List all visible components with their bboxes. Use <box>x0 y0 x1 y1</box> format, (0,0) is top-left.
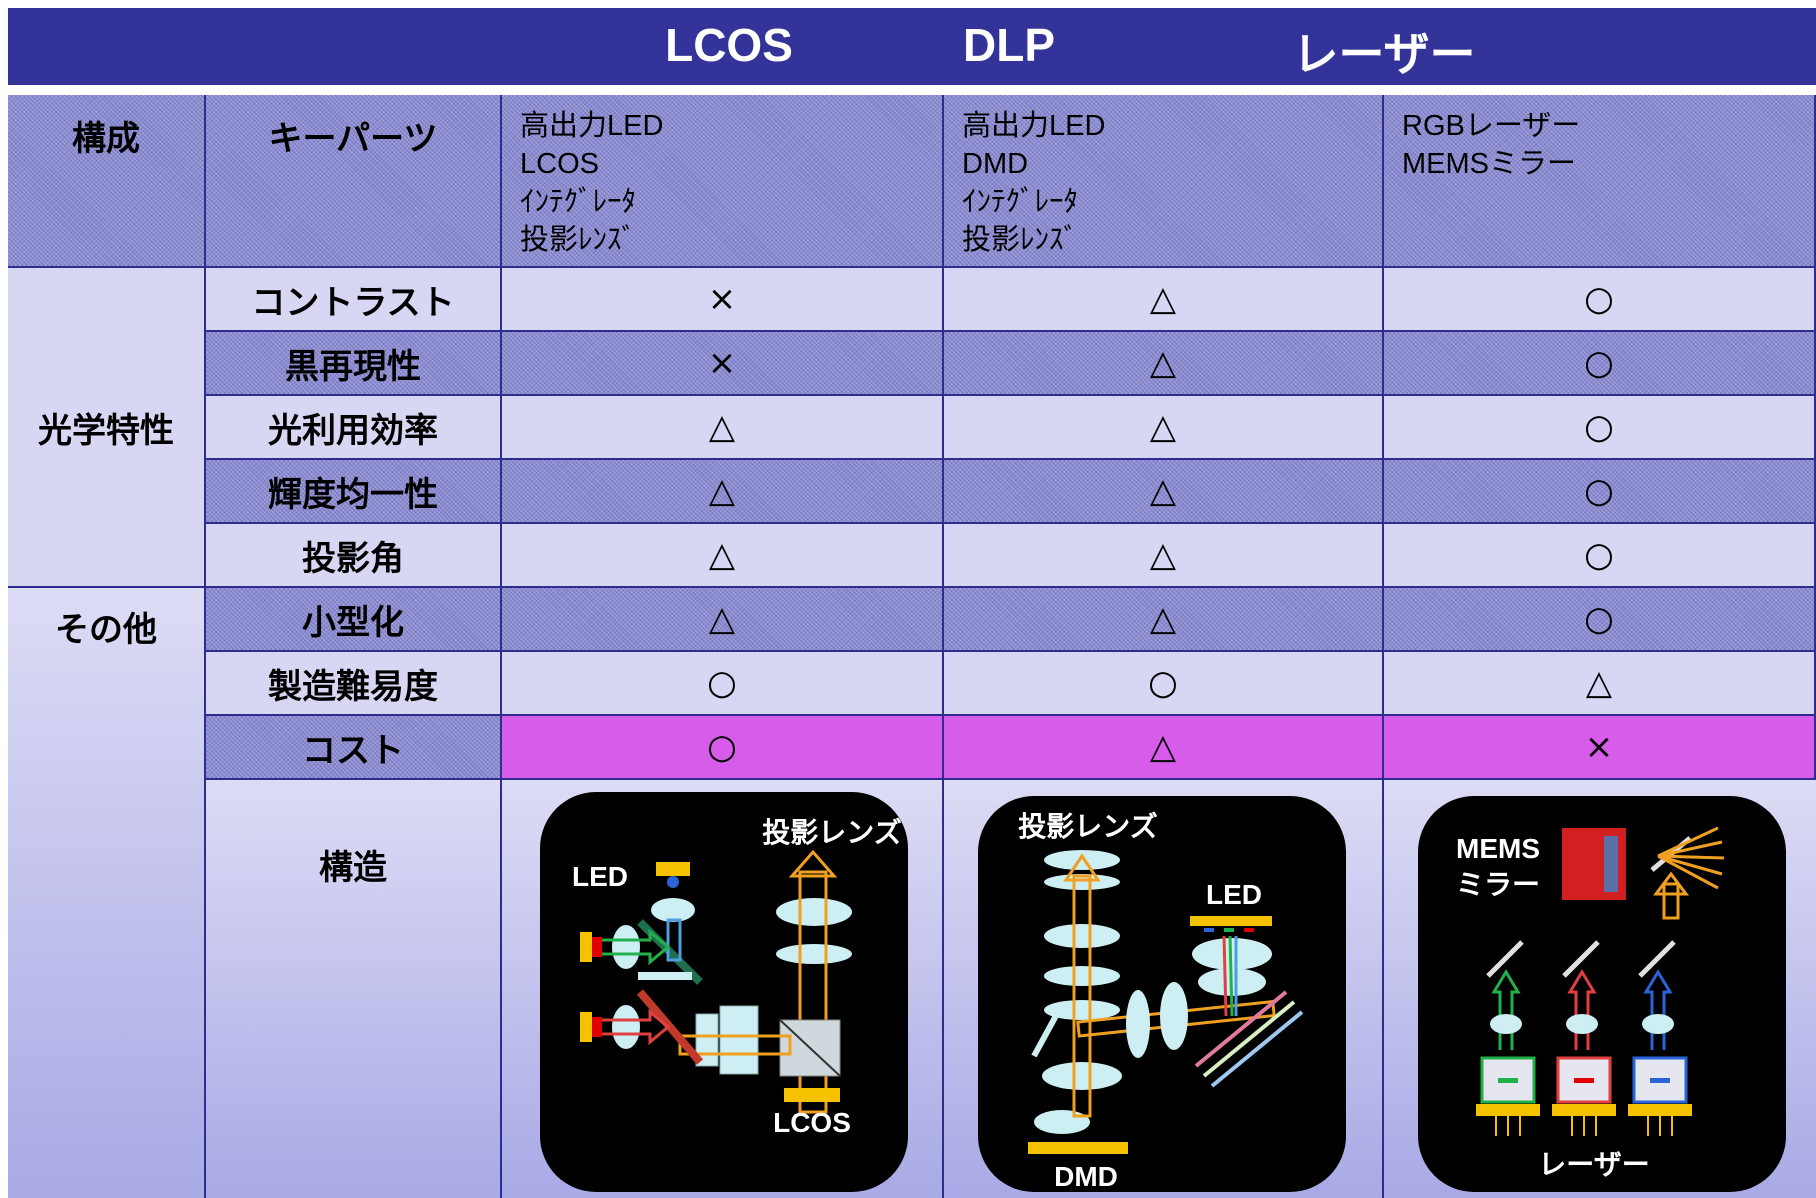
row-label-key-parts: キーパーツ <box>206 95 502 268</box>
lcos-miniaturization-value: △ <box>502 588 944 652</box>
lcos-contrast-value: × <box>502 268 944 332</box>
lcos-uniformity-value: △ <box>502 460 944 524</box>
lcos-part: LCOS <box>520 148 599 180</box>
category-optical: 光学特性 <box>8 268 206 588</box>
dlp-part: 高出力LED <box>962 110 1106 142</box>
lcos-efficiency-value: △ <box>502 396 944 460</box>
dlp-efficiency-value: △ <box>944 396 1384 460</box>
laser-diagram-mirror-label: ミラー <box>1456 869 1540 900</box>
lcos-diagram-led-label: LED <box>572 861 628 892</box>
dlp-diagram-chip-label: DMD <box>1054 1161 1118 1192</box>
lcos-diagram-chip-label: LCOS <box>773 1107 851 1138</box>
row-label-projection-angle: 投影角 <box>206 524 502 588</box>
laser-structure-diagram: MEMS ミラー レーザー <box>1418 796 1786 1192</box>
lcos-structure-diagram: 投影レンズ LED LCOS <box>540 792 908 1192</box>
dlp-diagram-lens-label: 投影レンズ <box>1018 810 1157 842</box>
laser-angle-value: ○ <box>1384 524 1816 588</box>
laser-miniaturization-value: ○ <box>1384 588 1816 652</box>
row-label-structure: 構造 <box>206 780 502 1198</box>
row-label-light-efficiency: 光利用効率 <box>206 396 502 460</box>
laser-diagram-source-label: レーザー <box>1538 1149 1649 1180</box>
laser-cost-value: × <box>1384 716 1816 780</box>
dlp-part: 投影ﾚﾝｽﾞ <box>962 224 1079 256</box>
laser-contrast-value: ○ <box>1384 268 1816 332</box>
dlp-miniaturization-value: △ <box>944 588 1384 652</box>
dlp-part: ｲﾝﾃｸﾞﾚｰﾀ <box>962 186 1079 218</box>
dlp-structure-diagram: 投影レンズ LED DMD <box>978 796 1346 1192</box>
category-other: その他 <box>8 588 206 1198</box>
laser-difficulty-value: △ <box>1384 652 1816 716</box>
lcos-difficulty-value: ○ <box>502 652 944 716</box>
dlp-difficulty-value: ○ <box>944 652 1384 716</box>
lcos-diagram-lens-label: 投影レンズ <box>762 816 901 848</box>
column-header-dlp: DLP <box>963 19 1055 71</box>
column-header-laser: レーザー <box>1292 28 1476 80</box>
row-label-black-reproduction: 黒再現性 <box>206 332 502 396</box>
row-label-manufacturing-difficulty: 製造難易度 <box>206 652 502 716</box>
row-label-cost: コスト <box>206 716 502 780</box>
laser-key-parts: RGBレーザー MEMSミラー <box>1384 95 1816 268</box>
lcos-cost-value: ○ <box>502 716 944 780</box>
laser-part: RGBレーザー <box>1402 110 1581 142</box>
dlp-cost-value: △ <box>944 716 1384 780</box>
laser-diagram-mems-label: MEMS <box>1456 833 1540 864</box>
dlp-contrast-value: △ <box>944 268 1384 332</box>
row-label-contrast: コントラスト <box>206 268 502 332</box>
lcos-black-value: × <box>502 332 944 396</box>
dlp-part: DMD <box>962 148 1029 180</box>
table-header: LCOS DLP レーザー <box>8 8 1816 90</box>
laser-part: MEMSミラー <box>1402 148 1577 180</box>
lcos-part: 高出力LED <box>520 110 664 142</box>
lcos-key-parts: 高出力LED LCOS ｲﾝﾃｸﾞﾚｰﾀ 投影ﾚﾝｽﾞ <box>502 95 944 268</box>
row-label-brightness-uniformity: 輝度均一性 <box>206 460 502 524</box>
dlp-key-parts: 高出力LED DMD ｲﾝﾃｸﾞﾚｰﾀ 投影ﾚﾝｽﾞ <box>944 95 1384 268</box>
row-label-miniaturization: 小型化 <box>206 588 502 652</box>
dlp-uniformity-value: △ <box>944 460 1384 524</box>
dlp-diagram-led-label: LED <box>1206 879 1262 910</box>
dlp-black-value: △ <box>944 332 1384 396</box>
category-composition: 構成 <box>8 95 206 268</box>
dlp-angle-value: △ <box>944 524 1384 588</box>
laser-efficiency-value: ○ <box>1384 396 1816 460</box>
column-header-lcos: LCOS <box>665 19 793 71</box>
lcos-part: ｲﾝﾃｸﾞﾚｰﾀ <box>520 186 637 218</box>
laser-uniformity-value: ○ <box>1384 460 1816 524</box>
laser-black-value: ○ <box>1384 332 1816 396</box>
lcos-part: 投影ﾚﾝｽﾞ <box>520 224 637 256</box>
lcos-angle-value: △ <box>502 524 944 588</box>
